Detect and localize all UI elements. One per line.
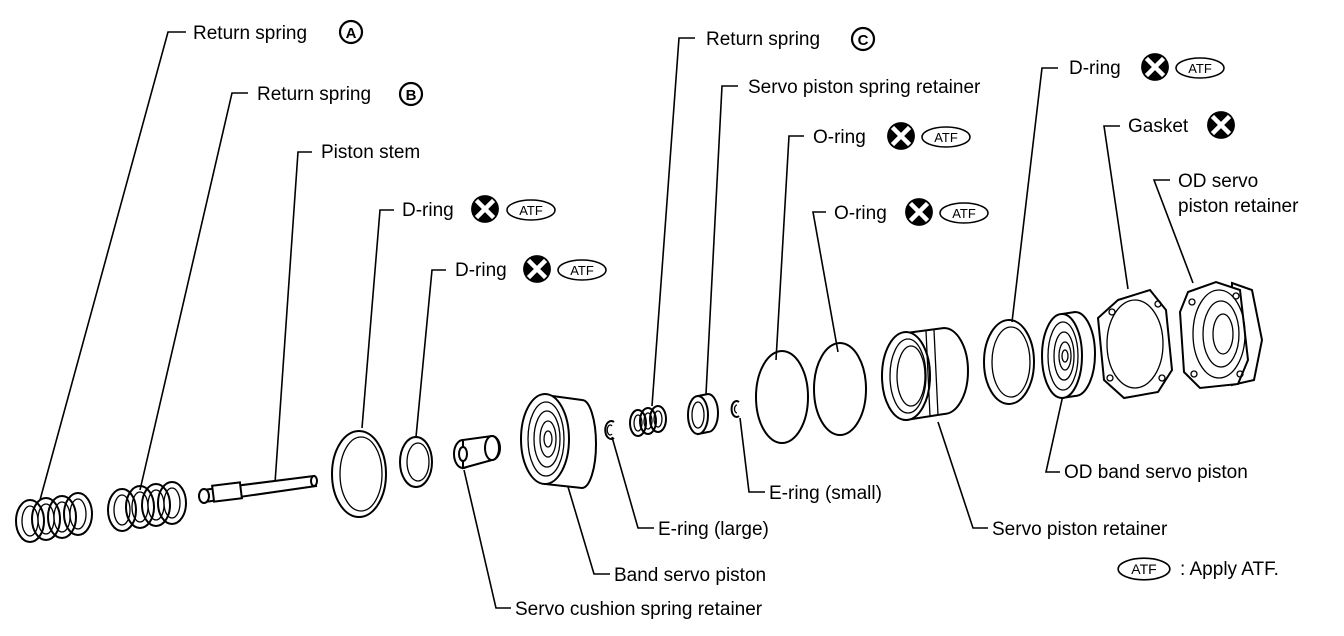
leader-return-spring-a bbox=[39, 31, 186, 501]
label-piston-stem: Piston stem bbox=[321, 142, 420, 163]
label-servo-piston-spring-retainer: Servo piston spring retainer bbox=[748, 77, 981, 98]
od-servo-piston-retainer-part bbox=[1178, 280, 1264, 390]
leader-o-ring-2 bbox=[812, 211, 839, 353]
svg-text:B: B bbox=[406, 87, 417, 104]
label-od-servo-piston-retainer-line2: piston retainer bbox=[1178, 196, 1299, 217]
label-servo-piston-retainer: Servo piston retainer bbox=[992, 519, 1168, 540]
label-band-servo-piston: Band servo piston bbox=[614, 565, 766, 586]
leader-o-ring-1 bbox=[775, 135, 804, 361]
leader-gasket bbox=[1103, 125, 1129, 290]
svg-text:ATF: ATF bbox=[1188, 61, 1212, 76]
svg-text:ATF: ATF bbox=[570, 263, 594, 278]
do-not-reuse-icon bbox=[1141, 53, 1169, 81]
od-band-servo-piston-part bbox=[1041, 310, 1096, 400]
do-not-reuse-icon bbox=[887, 122, 915, 150]
leader-return-spring-c bbox=[651, 37, 695, 407]
label-servo-cushion-spring-retainer: Servo cushion spring retainer bbox=[515, 599, 763, 620]
leader-lines bbox=[39, 31, 1194, 609]
circled-letter-c: C bbox=[850, 26, 876, 52]
leader-piston-stem bbox=[274, 151, 312, 484]
leader-servo-cushion-spring-retainer bbox=[463, 469, 511, 609]
circled-letter-a: A bbox=[338, 19, 364, 45]
svg-text:ATF: ATF bbox=[1131, 561, 1156, 577]
leader-e-ring-large bbox=[611, 436, 654, 529]
leader-band-servo-piston bbox=[559, 459, 610, 575]
leader-servo-piston-retainer bbox=[937, 421, 988, 529]
legend-atf-badge: ATF bbox=[1117, 557, 1171, 581]
svg-text:C: C bbox=[858, 32, 869, 49]
band-servo-piston-part bbox=[520, 393, 597, 490]
circled-letter-b: B bbox=[398, 81, 424, 107]
o-ring-1-part bbox=[755, 350, 809, 444]
servo-cushion-spring-retainer-part bbox=[453, 434, 501, 470]
svg-text:A: A bbox=[346, 25, 357, 42]
label-od-servo-piston-retainer-line1: OD servo bbox=[1178, 171, 1258, 192]
legend: ATF : Apply ATF. bbox=[1117, 557, 1279, 581]
gasket-part bbox=[1096, 288, 1174, 400]
svg-text:ATF: ATF bbox=[952, 206, 976, 221]
legend-text: : Apply ATF. bbox=[1180, 559, 1279, 580]
do-not-reuse-icon bbox=[471, 195, 499, 223]
return-spring-c-part bbox=[629, 405, 667, 437]
atf-badge: ATF bbox=[506, 199, 556, 221]
o-ring-2-part bbox=[813, 342, 867, 436]
e-ring-small-part bbox=[730, 400, 740, 418]
atf-badge: ATF bbox=[921, 126, 971, 148]
return-spring-b-part bbox=[107, 481, 187, 532]
leader-d-ring-1 bbox=[361, 209, 394, 429]
atf-badge: ATF bbox=[1175, 57, 1225, 79]
leader-servo-piston-spring-retainer bbox=[705, 85, 738, 395]
d-ring-3-part bbox=[983, 319, 1035, 405]
label-o-ring-1: O-ring bbox=[813, 127, 866, 148]
servo-piston-spring-retainer-part bbox=[687, 392, 719, 436]
label-e-ring-large: E-ring (large) bbox=[658, 519, 769, 540]
leader-od-servo-piston-retainer bbox=[1152, 179, 1194, 284]
leader-od-band-servo-piston bbox=[1045, 394, 1064, 473]
d-ring-2-part bbox=[399, 436, 433, 488]
leader-return-spring-b bbox=[139, 92, 248, 491]
label-od-band-servo-piston: OD band servo piston bbox=[1064, 462, 1248, 483]
svg-text:ATF: ATF bbox=[934, 130, 958, 145]
label-gasket: Gasket bbox=[1128, 116, 1189, 137]
return-spring-a-part bbox=[15, 492, 93, 543]
atf-badge: ATF bbox=[557, 259, 607, 281]
atf-badge: ATF bbox=[939, 202, 989, 224]
leader-e-ring-small bbox=[739, 417, 765, 493]
servo-piston-retainer-part bbox=[881, 326, 969, 422]
label-return-spring-b: Return spring bbox=[257, 84, 371, 105]
leader-d-ring-3 bbox=[1011, 67, 1058, 323]
piston-stem-part bbox=[198, 474, 318, 504]
leader-d-ring-2 bbox=[415, 269, 446, 438]
label-d-ring-2: D-ring bbox=[455, 260, 507, 281]
label-d-ring-1: D-ring bbox=[402, 200, 454, 221]
label-o-ring-2: O-ring bbox=[834, 203, 887, 224]
do-not-reuse-icon bbox=[1207, 111, 1235, 139]
svg-text:ATF: ATF bbox=[519, 203, 543, 218]
label-return-spring-a: Return spring bbox=[193, 23, 307, 44]
do-not-reuse-icon bbox=[523, 255, 551, 283]
d-ring-1-part bbox=[331, 430, 387, 518]
label-e-ring-small: E-ring (small) bbox=[769, 483, 882, 504]
e-ring-large-part bbox=[604, 420, 615, 440]
label-return-spring-c: Return spring bbox=[706, 29, 820, 50]
label-d-ring-3: D-ring bbox=[1069, 58, 1121, 79]
do-not-reuse-icon bbox=[905, 198, 933, 226]
